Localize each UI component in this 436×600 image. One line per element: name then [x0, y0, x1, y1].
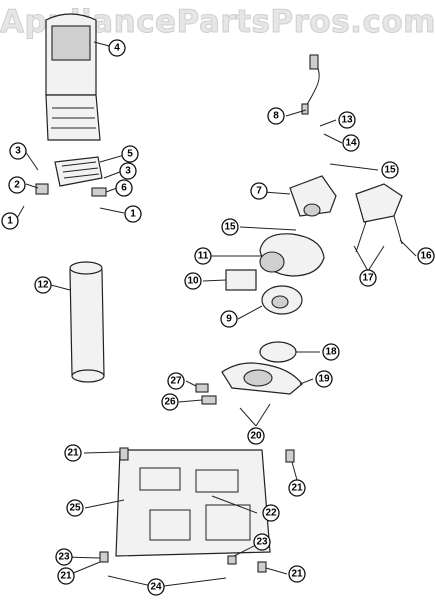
callout-8: 8: [267, 107, 285, 125]
part-clip: [195, 383, 209, 393]
callout-14: 14: [342, 134, 360, 152]
svg-text:11: 11: [198, 251, 209, 262]
svg-text:24: 24: [150, 582, 162, 593]
svg-text:16: 16: [420, 251, 432, 262]
svg-text:25: 25: [69, 503, 81, 514]
callout-9: 9: [220, 310, 238, 328]
callout-18: 18: [322, 343, 340, 361]
callout-1a: 1: [1, 212, 19, 230]
callout-22: 22: [262, 504, 280, 522]
svg-text:2: 2: [14, 180, 20, 191]
callout-12: 12: [34, 276, 52, 294]
callout-20: 20: [247, 427, 265, 445]
svg-text:1: 1: [7, 216, 13, 227]
callout-11: 11: [194, 247, 212, 265]
callout-16: 16: [417, 247, 435, 265]
part-blower-cover: [221, 362, 303, 395]
callout-19: 19: [315, 370, 333, 388]
svg-text:27: 27: [170, 376, 182, 387]
svg-text:6: 6: [121, 183, 127, 194]
part-base-plate: [115, 449, 271, 557]
callout-6: 6: [115, 179, 133, 197]
part-exhaust-tube: [69, 261, 105, 383]
part-blower-housing: [259, 233, 325, 277]
svg-text:15: 15: [224, 222, 236, 233]
callout-3b: 3: [119, 162, 137, 180]
svg-text:15: 15: [384, 165, 396, 176]
part-foot: [99, 551, 109, 563]
callout-2: 2: [8, 176, 26, 194]
callout-21c: 21: [57, 567, 75, 585]
svg-text:1: 1: [130, 209, 136, 220]
svg-text:19: 19: [318, 374, 330, 385]
callout-21a: 21: [64, 444, 82, 462]
callout-17: 17: [359, 269, 377, 287]
callout-4: 4: [108, 39, 126, 57]
svg-text:17: 17: [362, 273, 374, 284]
part-foot: [257, 561, 267, 573]
svg-text:14: 14: [345, 138, 357, 149]
part-sensor-wire: [301, 54, 320, 115]
svg-text:12: 12: [37, 280, 49, 291]
callout-23a: 23: [55, 548, 73, 566]
part-label-plate: [225, 269, 257, 291]
svg-text:10: 10: [187, 276, 199, 287]
callout-10: 10: [184, 272, 202, 290]
part-foot: [119, 447, 129, 461]
callout-1b: 1: [124, 205, 142, 223]
part-foot: [227, 555, 237, 565]
svg-text:9: 9: [226, 314, 232, 325]
svg-text:21: 21: [291, 569, 303, 580]
svg-text:13: 13: [341, 115, 353, 126]
callout-15a: 15: [381, 161, 399, 179]
part-motor-bracket: [355, 183, 403, 253]
callout-23b: 23: [253, 533, 271, 551]
callout-27: 27: [167, 372, 185, 390]
callout-25: 25: [66, 499, 84, 517]
callout-5: 5: [121, 145, 139, 163]
part-blower-wheel: [261, 285, 303, 315]
callout-24: 24: [147, 578, 165, 596]
svg-text:4: 4: [114, 43, 120, 54]
svg-text:21: 21: [67, 448, 79, 459]
callout-3a: 3: [9, 142, 27, 160]
svg-text:18: 18: [325, 347, 337, 358]
callout-7: 7: [250, 182, 268, 200]
callout-21d: 21: [288, 565, 306, 583]
svg-text:22: 22: [265, 508, 277, 519]
svg-text:21: 21: [60, 571, 72, 582]
callout-15b: 15: [221, 218, 239, 236]
svg-text:20: 20: [250, 431, 262, 442]
callout-21b: 21: [288, 479, 306, 497]
callout-26: 26: [161, 393, 179, 411]
svg-text:5: 5: [127, 149, 133, 160]
part-motor: [289, 175, 337, 217]
svg-text:7: 7: [256, 186, 262, 197]
callout-13: 13: [338, 111, 356, 129]
svg-text:23: 23: [58, 552, 70, 563]
part-duct-assembly: [45, 13, 101, 141]
part-foot: [285, 449, 295, 463]
svg-text:3: 3: [15, 146, 21, 157]
svg-text:3: 3: [125, 166, 131, 177]
svg-text:23: 23: [256, 537, 268, 548]
part-seal-ring: [259, 341, 297, 363]
svg-text:26: 26: [164, 397, 176, 408]
part-bracket-small: [201, 395, 217, 405]
part-terminal-board: [35, 156, 107, 197]
leader-lines: [15, 41, 417, 588]
svg-text:21: 21: [291, 483, 303, 494]
svg-text:8: 8: [273, 111, 279, 122]
